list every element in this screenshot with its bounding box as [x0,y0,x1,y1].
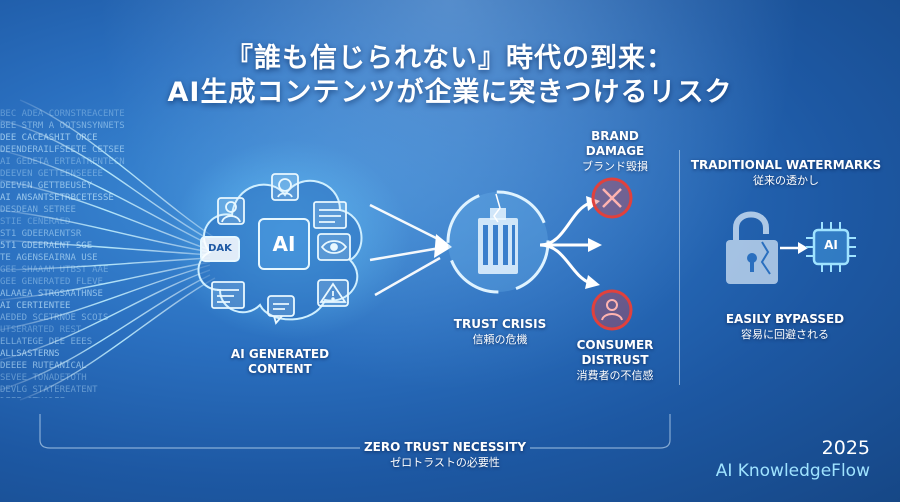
chip-label: AI [824,238,838,252]
code-line: GEE GENERATED FLEVE [0,277,103,287]
consumer-distrust-icon [591,289,633,331]
code-line: DEENDERAILFSEETE CETSEE [0,145,125,155]
cloud-icons [211,173,351,325]
chat-label: DAK [208,243,232,254]
code-line: BEC ADEA CORNSTREACENTE [0,109,125,119]
trust-crisis-en: TRUST CRISIS [453,317,547,331]
brand-damage-jp: ブランド毀損 [582,160,648,173]
ai-chip-icon [806,222,856,272]
footer-brand: AI KnowledgeFlow [715,461,870,481]
title-line-2: AI生成コンテンツが企業に突きつけるリスク [167,77,733,108]
brand-damage-label: BRAND DAMAGE ブランド毀損 [560,129,670,174]
brand-damage-icon [591,177,633,219]
code-line: ST1 GDEERAENTSR [0,229,82,239]
warning-icon [317,279,349,307]
zero-trust-en: ZERO TRUST NECESSITY [363,440,527,454]
trust-crisis-label: TRUST CRISIS 信頼の危機 [440,317,560,347]
document-icon [313,201,347,229]
eye-icon [317,233,351,261]
ai-center-chip: AI [258,218,310,270]
code-line: DEEVEN GETTBEUSEY [0,181,93,191]
code-line: DEVLG STATEREATENT [0,385,98,395]
consumer-distrust-jp: 消費者の不信感 [576,369,654,382]
code-line: DEEE STHADEE [0,396,150,398]
code-line: SEVEE TONADETOTH [0,373,87,383]
zero-trust-jp: ゼロトラストの必要性 [390,456,500,469]
code-line: GEE SHAAAM UTBST AAE [0,265,109,275]
watermark-graphic [726,211,856,284]
broken-lock-icon [726,211,778,284]
consumer-distrust-en: CONSUMER DISTRUST [576,338,654,367]
code-line: STIE CENERAED [0,217,71,227]
ai-generated-label: AI GENERATED CONTENT [230,347,330,376]
easily-bypassed-jp: 容易に回避される [741,328,829,341]
code-line: AI GEDETA ERTEATRENTECN [0,157,125,167]
code-line: ALLSASTERNS [0,349,60,359]
easily-bypassed-en: EASILY BYPASSED [725,312,845,326]
zero-trust-label: ZERO TRUST NECESSITY ゼロトラストの必要性 [360,440,530,470]
code-line: UTSERARTED REST [0,325,82,335]
code-line: DEEVEN GETTEENSEEEE [0,169,103,179]
code-line: ELLATEGE DEE EEES [0,337,93,347]
title-line-1: 『誰も信じられない』時代の到来： [226,43,674,74]
code-line: DESDEAN SETREE [0,205,76,215]
person-icon [217,197,245,225]
trust-crisis-graphic [446,190,550,294]
code-line: AI CERTIENTEE [0,301,71,311]
code-stream: BEC ADEA CORNSTREACENTE BEE STRM A OOTSNS… [0,108,150,398]
traditional-watermarks-label: TRADITIONAL WATERMARKS 従来の透かし [686,158,886,188]
brand-damage-en: BRAND DAMAGE [585,129,645,158]
chat-box: DAK [200,236,240,262]
robot-face-icon [271,173,299,201]
traditional-watermarks-en: TRADITIONAL WATERMARKS [690,158,882,172]
code-line: AEDED SCETRNOE SCOIS [0,313,109,323]
consumer-distrust-label: CONSUMER DISTRUST 消費者の不信感 [555,338,675,383]
code-line: BEE STRM A OOTSNSYNNETS [0,121,125,131]
code-line: DEEEE RUTEANICAL [0,361,87,371]
code-line: AI ANSANTSETRBCETESSE [0,193,114,203]
image-file-icon [211,281,245,309]
section-divider [679,150,680,385]
message-icon [267,295,295,325]
footer-year: 2025 [821,437,870,459]
code-line: 5T1 GDEERAENT SGE [0,241,93,251]
traditional-watermarks-jp: 従来の透かし [753,174,819,187]
easily-bypassed-label: EASILY BYPASSED 容易に回避される [700,312,870,342]
code-line: TE AGENSEAIRNA USE [0,253,98,263]
ai-center-label: AI [272,232,296,256]
trust-crisis-jp: 信頼の危機 [472,333,528,346]
